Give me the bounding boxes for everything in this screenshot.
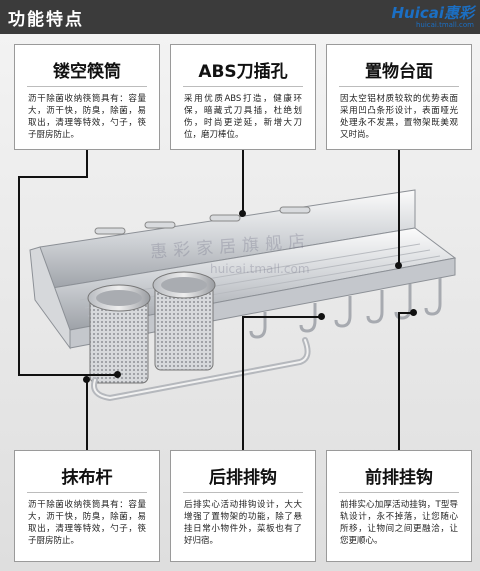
hooks bbox=[249, 278, 442, 339]
brand-logo-text: Huicai惠彩 bbox=[391, 4, 474, 22]
connector-line bbox=[398, 312, 400, 450]
feature-description: 沥干除菌收纳筷筒具有：容量大，沥干快，防臭，除菌，易取出，清理等特效，勺子，筷子… bbox=[28, 500, 146, 546]
feature-title: 镂空筷筒 bbox=[53, 62, 121, 82]
divider bbox=[27, 492, 147, 493]
feature-box-knife-slot: ABS刀插孔 采用优质ABS打造，健康环保，暗藏式刀具插，杜绝划伤，时尚更逆延，… bbox=[170, 44, 316, 150]
brand-logo: Huicai惠彩 huicai.tmall.com bbox=[391, 2, 474, 29]
feature-title: 置物台面 bbox=[365, 62, 433, 82]
feature-box-towel-bar: 抹布杆 沥干除菌收纳筷筒具有：容量大，沥干快，防臭，除菌，易取出，清理等特效，勺… bbox=[14, 450, 160, 562]
feature-description: 后排实心活动排钩设计，大大增强了置物架的功能，除了悬挂日常小物件外，菜板也有了好… bbox=[184, 500, 302, 546]
connector-line bbox=[18, 374, 118, 376]
feature-box-rear-hooks: 后排排钩 后排实心活动排钩设计，大大增强了置物架的功能，除了悬挂日常小物件外，菜… bbox=[170, 450, 316, 562]
feature-description: 沥干除菌收纳筷筒具有：容量大，沥干快，防臭，除菌，易取出，清理等特效，勺子，筷子… bbox=[28, 94, 146, 140]
header-bar: 功能特点 Huicai惠彩 huicai.tmall.com bbox=[0, 0, 480, 34]
feature-title: 后排排钩 bbox=[209, 468, 277, 488]
connector-line bbox=[18, 176, 20, 376]
connector-line bbox=[86, 150, 88, 178]
feature-box-chopstick-holder: 镂空筷筒 沥干除菌收纳筷筒具有：容量大，沥干快，防臭，除菌，易取出，清理等特效，… bbox=[14, 44, 160, 150]
brand-url: huicai.tmall.com bbox=[415, 21, 474, 29]
feature-description: 采用优质ABS打造，健康环保，暗藏式刀具插，杜绝划伤，时尚更逆延，新增大刀位，磨… bbox=[184, 94, 302, 140]
divider bbox=[183, 492, 303, 493]
chopstick-cup-left bbox=[87, 284, 151, 384]
divider bbox=[27, 86, 147, 87]
connector-dot bbox=[395, 262, 402, 269]
connector-line bbox=[86, 378, 88, 450]
connector-dot bbox=[318, 313, 325, 320]
connector-dot bbox=[410, 309, 417, 316]
knife-slots bbox=[94, 206, 311, 235]
feature-title: 抹布杆 bbox=[61, 468, 113, 488]
feature-title: ABS刀插孔 bbox=[198, 62, 288, 82]
divider bbox=[339, 86, 459, 87]
connector-dot bbox=[239, 210, 246, 217]
connector-line bbox=[18, 176, 88, 178]
feature-box-front-hooks: 前排挂钩 前排实心加厚活动挂钩，T型导轨设计，永不掉落，让您随心所移，让物间之间… bbox=[326, 450, 472, 562]
rack-side-end bbox=[29, 246, 71, 350]
connector-line bbox=[242, 316, 244, 450]
connector-line bbox=[398, 150, 400, 266]
feature-description: 因太空铝材质较软的优势表面采用凹凸条形设计，表面哑光处理永不发黑，置物架既美观又… bbox=[340, 94, 458, 140]
page-title: 功能特点 bbox=[8, 10, 84, 30]
connector-line bbox=[242, 150, 244, 214]
feature-description: 前排实心加厚活动挂钩，T型导轨设计，永不掉落，让您随心所移，让物间之间更融洽，让… bbox=[340, 500, 458, 546]
feature-title: 前排挂钩 bbox=[365, 468, 433, 488]
divider bbox=[339, 492, 459, 493]
chopstick-cup-right bbox=[152, 271, 216, 371]
watermark-url: huicai.tmall.com bbox=[210, 262, 310, 276]
feature-box-shelf-surface: 置物台面 因太空铝材质较软的优势表面采用凹凸条形设计，表面哑光处理永不发黑，置物… bbox=[326, 44, 472, 150]
connector-dot bbox=[114, 371, 121, 378]
connector-line bbox=[398, 312, 414, 314]
connector-dot bbox=[83, 376, 90, 383]
connector-line bbox=[242, 316, 322, 318]
divider bbox=[183, 86, 303, 87]
